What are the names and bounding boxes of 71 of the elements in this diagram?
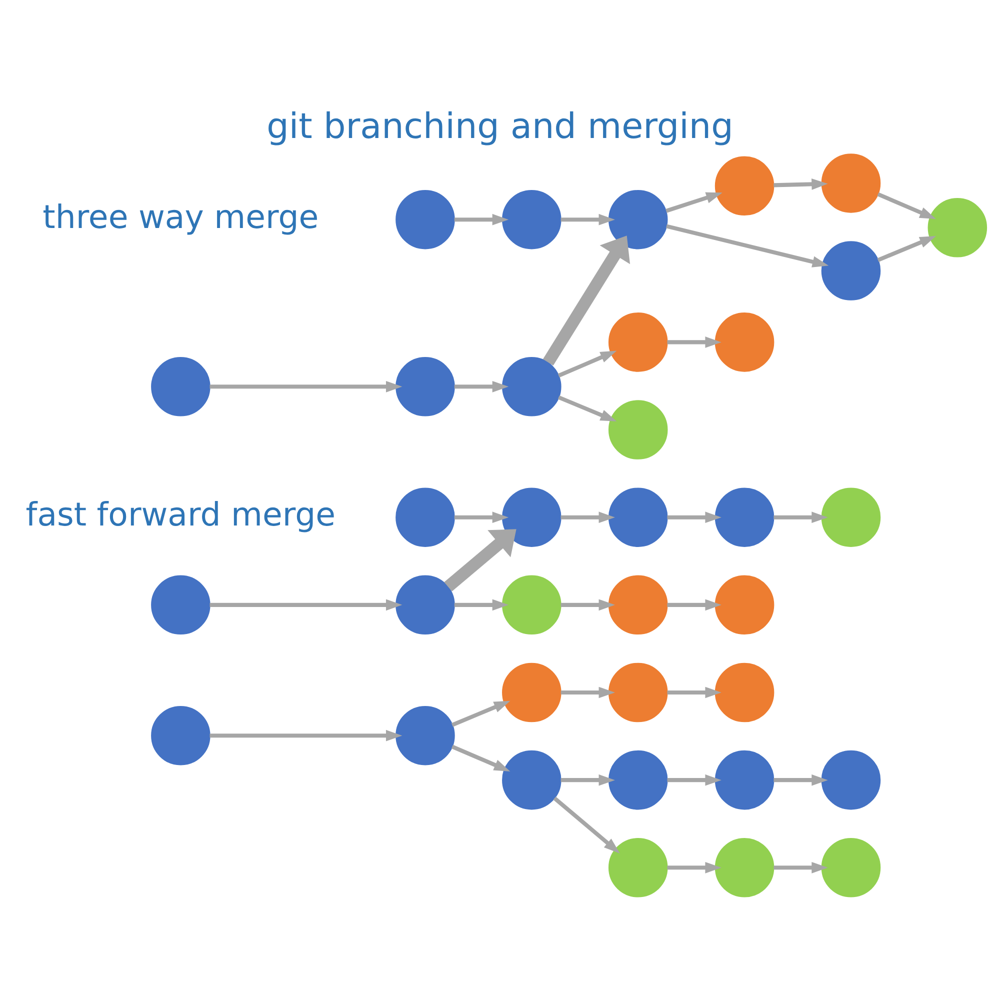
node-circle [714,838,774,897]
node-circle [714,750,774,810]
node-circle [502,574,562,634]
arrow [667,686,722,698]
node-circle [714,487,774,546]
arrow [560,598,615,610]
arrow [454,380,509,392]
node-circle [151,574,210,634]
label: fast forward merge [26,495,336,534]
node-circle [396,189,455,249]
arrow [877,236,936,262]
node-circle [714,662,774,722]
node-circle [608,189,668,249]
diagram-title: git branching and merging [266,105,734,146]
arrow [558,350,617,378]
node-circle [396,574,455,634]
arrow [210,729,402,741]
arrow [560,686,615,698]
node-circle [502,662,562,722]
arrow [666,192,722,212]
arrow [774,774,828,786]
label: three way merge [42,197,319,236]
node-circle [151,356,210,416]
arrow [553,796,620,853]
arrow [667,598,722,610]
arrow [667,336,722,348]
arrow [667,511,722,523]
node-circle [714,574,774,634]
arrow [560,774,615,786]
arrow [210,598,402,610]
node-circle [608,662,668,722]
node-circle [502,356,562,416]
arrow [451,700,510,726]
node-circle [821,838,881,897]
arrow [877,192,936,219]
arrow [560,511,615,523]
node-circle [714,312,774,372]
arrow [560,213,615,225]
node-circle [821,153,881,212]
arrow [454,213,509,225]
arrow [454,598,509,610]
node-circle [396,705,455,765]
node-circle [608,574,668,634]
arrow [667,861,722,873]
arrow [774,861,828,873]
node-circle [928,198,988,257]
node-circle [608,487,668,546]
node-circle [151,705,210,765]
node-circle [821,750,881,810]
arrow [454,511,509,523]
node-circle [608,312,668,372]
node-circle [396,487,455,546]
node-circle [821,240,881,300]
node-circle [396,356,455,416]
arrow [667,774,722,786]
arrow [666,224,829,267]
arrow [774,178,828,190]
arrow [444,528,516,591]
node-circle [502,189,562,249]
node-circle [608,750,668,810]
node-circle [502,487,562,546]
node-circle [608,400,668,459]
node-circle [714,156,774,216]
arrow [210,380,402,392]
arrow [558,394,617,421]
node-circle [502,750,562,810]
arrow [774,511,828,523]
node-circle [608,838,668,897]
arrow [542,235,630,366]
node-circle [821,487,881,546]
arrow [451,744,510,771]
